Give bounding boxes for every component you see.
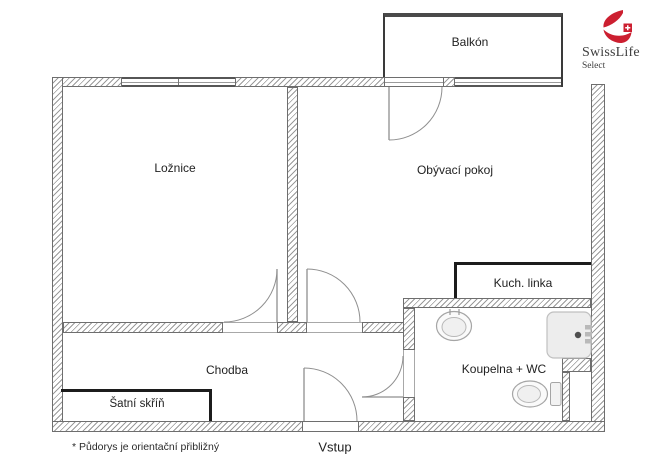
disclaimer-note: * Půdorys je orientační přibližný xyxy=(72,441,220,453)
hallway-label: Chodba xyxy=(205,363,249,377)
bedroom-window xyxy=(122,77,235,87)
bedroom-door-swing-arc xyxy=(223,268,278,323)
bedroom-label: Ložnice xyxy=(154,161,196,175)
window-mullion xyxy=(178,79,179,85)
wall-niche-stub xyxy=(562,372,570,421)
wall-hallway-a xyxy=(63,322,223,333)
window-glass-line xyxy=(455,82,561,83)
sill-line xyxy=(385,82,443,83)
wall-top-pier xyxy=(443,77,455,87)
bedroom-door-opening xyxy=(223,322,277,333)
kitchen-unit-label: Kuch. linka xyxy=(493,276,553,290)
balcony-door-sill xyxy=(385,77,443,87)
living-room-label: Obývací pokoj xyxy=(416,163,494,177)
living-room-door-opening xyxy=(307,322,362,333)
toilet-cistern xyxy=(550,382,562,406)
wall-bottom-left xyxy=(52,421,303,432)
wall-hallway-b xyxy=(277,322,307,333)
toilet-bowl-inner xyxy=(517,385,541,403)
wall-bathroom-top xyxy=(403,298,591,308)
bathroom-label: Koupelna + WC xyxy=(461,362,547,376)
balcony-outline xyxy=(383,13,563,87)
entrance-threshold xyxy=(303,421,358,432)
bathroom-door-opening xyxy=(403,350,415,397)
swisslife-flame-icon xyxy=(603,10,632,43)
bathroom-door-swing-arc xyxy=(361,355,404,398)
balcony-door-swing-arc xyxy=(388,86,443,141)
sink-basin-inner xyxy=(441,317,467,337)
brand-tagline: Select xyxy=(582,61,606,71)
shower-tray xyxy=(546,311,592,359)
shower-drain xyxy=(574,331,582,339)
wall-bathroom-left-lower xyxy=(403,397,415,421)
entrance-label: Vstup xyxy=(318,439,352,455)
brand-name: SwissLife xyxy=(582,45,640,60)
wardrobe-outline xyxy=(61,389,212,421)
living-room-window xyxy=(455,77,561,87)
shower-valve xyxy=(585,325,592,344)
wall-bathroom-left-upper xyxy=(403,308,415,350)
sink-tap xyxy=(449,309,460,315)
living-room-door-swing-arc xyxy=(306,268,361,323)
kitchen-unit-outline xyxy=(454,262,591,298)
wardrobe-label: Šatní skříň xyxy=(109,398,165,410)
wall-top-mid xyxy=(235,77,385,87)
wall-bottom-right xyxy=(358,421,605,432)
balcony-label: Balkón xyxy=(451,35,489,49)
wall-bedroom-living xyxy=(287,87,298,322)
entrance-door-swing-arc xyxy=(303,367,358,422)
